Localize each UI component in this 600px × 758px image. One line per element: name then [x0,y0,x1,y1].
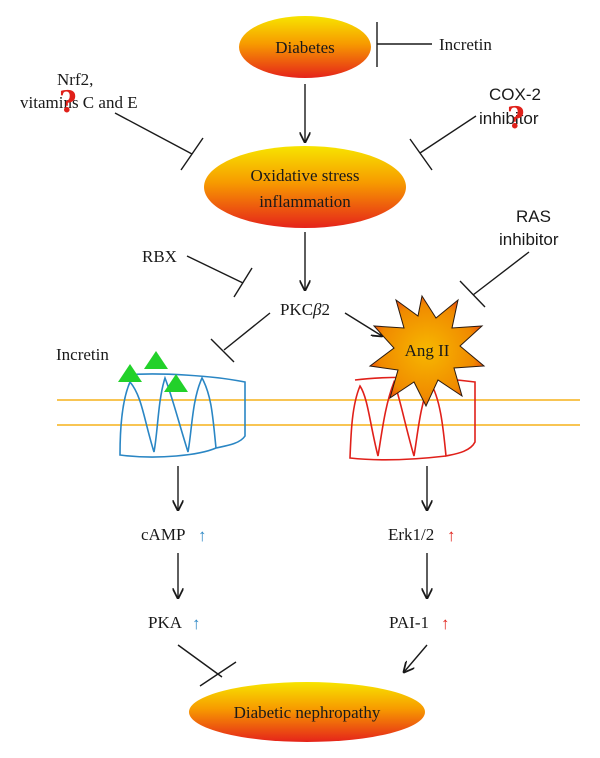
diabetes-label: Diabetes [275,38,334,57]
rbx-inhibitor: RBX [142,247,253,298]
pai-label: PAI-1 [389,613,429,632]
ras-label-line2: inhibitor [499,230,559,249]
incretin-triangle-1 [118,364,142,382]
cox2-question-mark: ? [507,101,525,136]
ras-label-line1: RAS [516,207,551,226]
incretin-receptor-label: Incretin [56,345,109,364]
erk-up-arrow: ↑ [447,526,456,545]
pkc-inhibits-incretin-receptor [210,312,271,363]
nrf2-label-line2: vitamins C and E [20,93,138,112]
cox2-label-line1: COX-2 [489,85,541,104]
arrow-pkc-to-angii [344,312,382,336]
incretin-triangle-3 [164,374,188,392]
diabetic-nephropathy-node: Diabetic nephropathy [189,682,425,742]
incretin-inhibits-diabetes: Incretin [376,22,492,67]
pka-label: PKA [148,613,183,632]
erk-label: Erk1/2 [388,525,434,544]
pka-up-arrow: ↑ [192,614,201,633]
camp-label: cAMP [141,525,185,544]
incretin-top-label: Incretin [439,35,492,54]
angii-label: Ang II [405,341,450,360]
cox2-label-line2: inhibitor [479,109,539,128]
nrf2-question-mark: ? [59,85,77,120]
ras-inhibitor: RAS inhibitor [459,207,559,308]
incretin-receptor [118,351,246,458]
diabetes-node: Diabetes [239,16,371,78]
pai-up-arrow: ↑ [441,614,450,633]
oxidative-label-line2: inflammation [259,192,351,211]
incretin-triangle-2 [144,351,168,369]
angii-receptor [349,376,476,461]
arrow-pai-to-nephropathy [404,644,428,672]
oxidative-label-line1: Oxidative stress [250,166,359,185]
pka-inhibits-nephropathy [177,644,237,687]
cox2-inhibitor: COX-2 inhibitor ? [409,85,541,171]
rbx-label: RBX [142,247,177,266]
oxidative-stress-node: Oxidative stress inflammation [204,146,406,228]
camp-up-arrow: ↑ [198,526,207,545]
nrf2-vitamins-inhibitor: Nrf2, vitamins C and E ? [20,70,204,171]
pkc-beta2-label: PKCβ2 [280,300,330,319]
nrf2-label-line1: Nrf2, [57,70,93,89]
angii-starburst: Ang II [368,294,486,408]
nephropathy-label: Diabetic nephropathy [234,703,381,722]
